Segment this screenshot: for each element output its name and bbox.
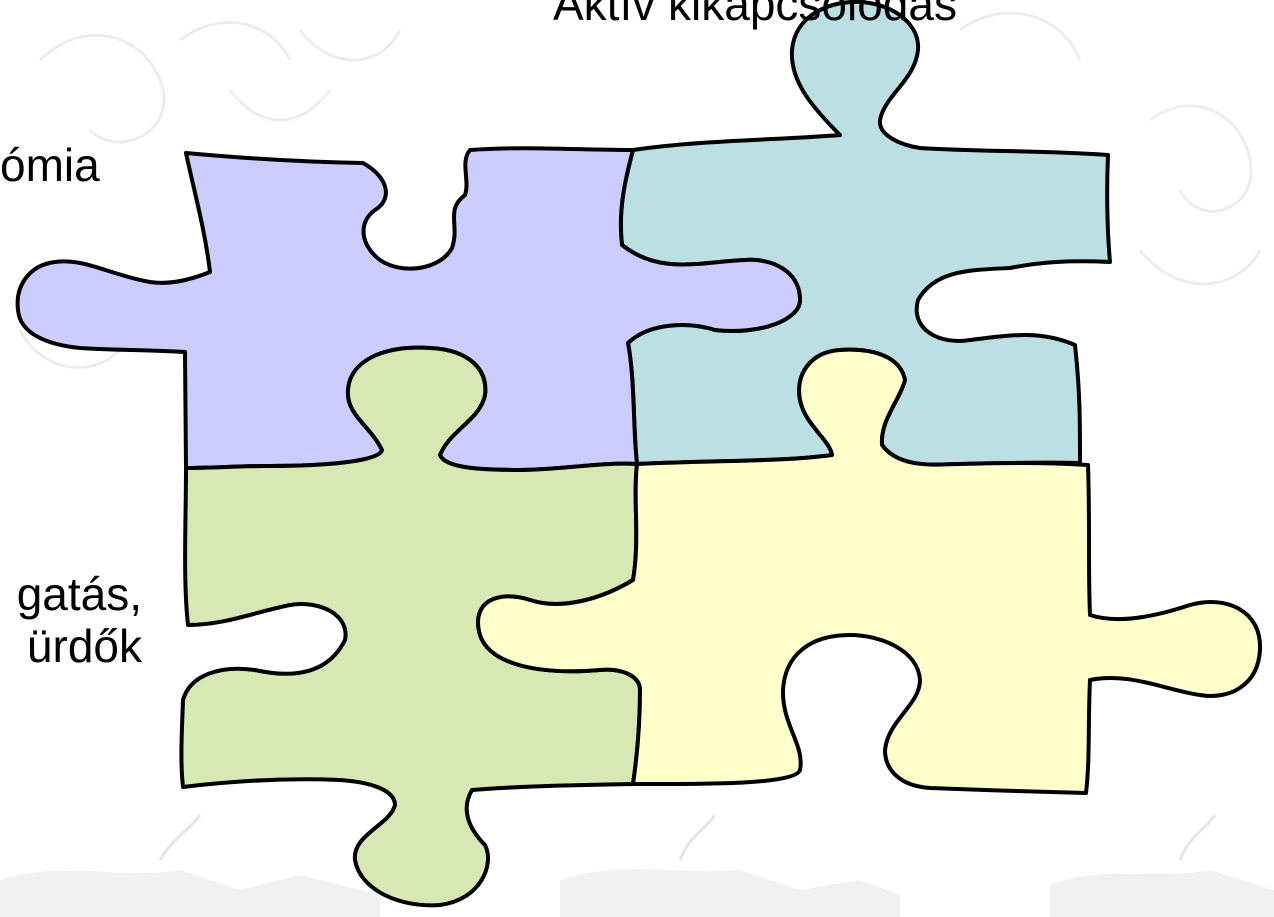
label-gastronomy-fragment: ómia — [0, 139, 100, 191]
label-bottom-line-2: ürdők — [0, 620, 142, 672]
label-bottom-left-fragment: gatás, ürdők — [0, 568, 142, 672]
label-active-leisure: Aktív kikapcsolódás — [553, 0, 957, 30]
label-bottom-line-1: gatás, — [0, 568, 142, 620]
